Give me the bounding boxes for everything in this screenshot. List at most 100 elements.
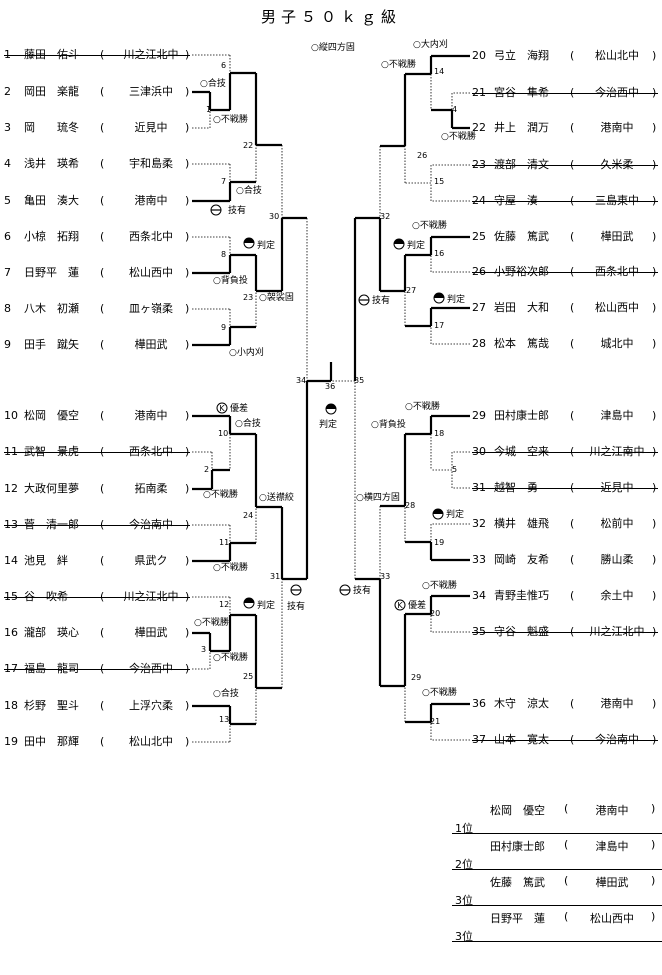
player-name: 杉野 聖斗 <box>24 699 79 712</box>
player-name: 岡田 楽龍 <box>24 85 79 98</box>
paren-open: ( <box>570 230 575 243</box>
result-team: 津島中 <box>595 840 629 853</box>
player-name: 浅井 瑛希 <box>24 157 79 170</box>
match-number: 19 <box>434 538 444 547</box>
paren-open: ( <box>100 302 105 315</box>
player-name: 岡 琉冬 <box>24 121 79 134</box>
paren-open: ( <box>564 838 569 851</box>
match-number: 17 <box>434 321 444 330</box>
paren-open: ( <box>100 735 105 748</box>
result-underline <box>452 905 662 906</box>
waza-ari-icon <box>358 294 370 306</box>
player-number: 3 <box>4 121 11 134</box>
paren-close: ) <box>652 517 657 530</box>
match-number: 6 <box>221 61 226 70</box>
result-team: 松山西中 <box>590 912 634 925</box>
paren-close: ) <box>185 157 190 170</box>
result-row: 3位日野平 蓮(松山西中) <box>452 908 662 943</box>
team-name: 津島中 <box>600 409 634 422</box>
player-name: 松本 篤哉 <box>494 337 549 350</box>
match-label: 判定 <box>319 418 337 430</box>
player-number: 6 <box>4 230 11 243</box>
match-number: 32 <box>380 212 390 221</box>
match-number: 22 <box>243 141 253 150</box>
team-name: 港南中 <box>600 121 634 134</box>
paren-open: ( <box>570 553 575 566</box>
paren-close: ) <box>651 802 656 815</box>
match-number: 33 <box>380 572 390 581</box>
player-number: 12 <box>4 482 18 495</box>
player-number: 5 <box>4 194 11 207</box>
match-label: ○不戦勝 <box>213 561 248 573</box>
match-label: 判定 <box>447 293 465 305</box>
match-number: 27 <box>406 286 416 295</box>
paren-close: ) <box>185 194 190 207</box>
paren-close: ) <box>185 121 190 134</box>
match-label: ○不戦勝 <box>381 58 416 70</box>
team-name: 近見中 <box>134 121 168 134</box>
match-number: 24 <box>243 511 253 520</box>
match-number: 28 <box>405 501 415 510</box>
result-underline <box>452 941 662 942</box>
paren-open: ( <box>100 409 105 422</box>
paren-close: ) <box>652 553 657 566</box>
player-name: 佐藤 篤武 <box>494 230 549 243</box>
match-number: 7 <box>221 177 226 186</box>
paren-open: ( <box>100 482 105 495</box>
player-number: 34 <box>472 589 486 602</box>
player-name: 八木 初瀬 <box>24 302 79 315</box>
team-name: 勝山柔 <box>600 553 634 566</box>
paren-close: ) <box>185 230 190 243</box>
match-label: ○不戦勝 <box>422 579 457 591</box>
match-label: ○不戦勝 <box>213 651 248 663</box>
player-number: 19 <box>4 735 18 748</box>
player-name: 岡崎 友希 <box>494 553 549 566</box>
match-label: 判定 <box>257 239 275 251</box>
svg-text:K: K <box>397 601 403 610</box>
team-name: 余土中 <box>600 589 634 602</box>
player-name: 井上 潤万 <box>494 121 549 134</box>
result-rank: 3位 <box>455 894 473 907</box>
paren-open: ( <box>570 337 575 350</box>
paren-open: ( <box>100 157 105 170</box>
match-label: ○背負投 <box>213 274 248 286</box>
result-underline <box>452 833 662 834</box>
player-number: 33 <box>472 553 486 566</box>
paren-close: ) <box>185 266 190 279</box>
match-number: 31 <box>270 572 280 581</box>
half-point-icon <box>432 508 444 520</box>
result-name: 佐藤 篤武 <box>490 876 545 889</box>
player-number: 27 <box>472 301 486 314</box>
match-label: 判定 <box>257 599 275 611</box>
match-number: 26 <box>417 151 427 160</box>
paren-close: ) <box>185 338 190 351</box>
player-name: 青野圭惟巧 <box>494 589 549 602</box>
half-point-icon <box>393 238 405 250</box>
match-number: 25 <box>243 672 253 681</box>
match-label: 技有 <box>228 204 246 216</box>
player-name: 木守 涼太 <box>494 697 549 710</box>
paren-open: ( <box>100 626 105 639</box>
player-number: 4 <box>4 157 11 170</box>
paren-open: ( <box>100 338 105 351</box>
waza-ari-icon <box>210 204 222 216</box>
match-number: 1 <box>206 105 211 114</box>
match-label: 技有 <box>353 584 371 596</box>
match-label: ○不戦勝 <box>213 113 248 125</box>
match-label: 優差 <box>408 599 426 611</box>
result-rank: 3位 <box>455 930 473 943</box>
player-number: 14 <box>4 554 18 567</box>
